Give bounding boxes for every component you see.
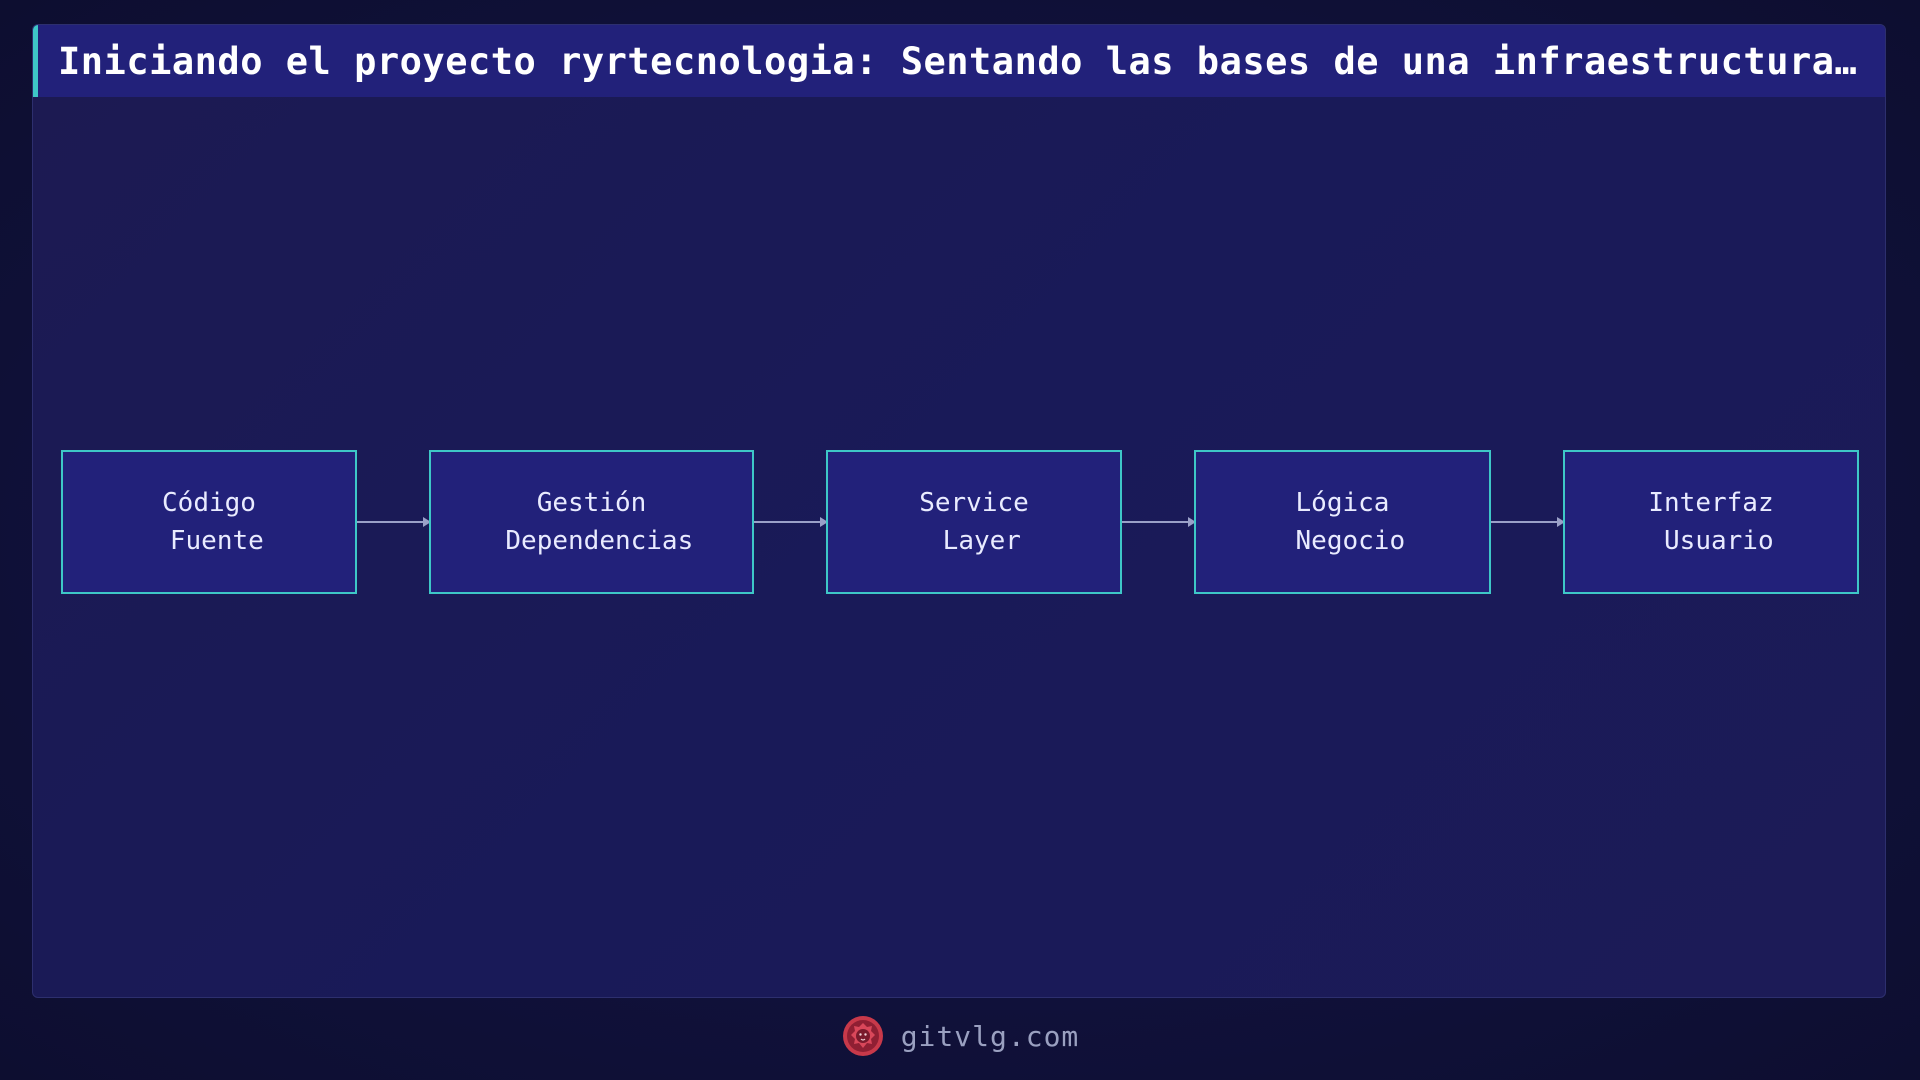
node-label: Interfaz Usuario bbox=[1648, 488, 1774, 556]
arrowhead-icon bbox=[820, 517, 828, 527]
node-codigo-fuente: Código Fuente bbox=[61, 450, 357, 594]
arrowhead-icon bbox=[423, 517, 431, 527]
node-gestion-dependencias: Gestión Dependencias bbox=[429, 450, 754, 594]
node-service-layer: Service Layer bbox=[826, 450, 1122, 594]
page-title: Iniciando el proyecto ryrtecnologia: Sen… bbox=[58, 39, 1859, 83]
footer: gitvlg.com bbox=[0, 1012, 1920, 1060]
node-logica-negocio: Lógica Negocio bbox=[1194, 450, 1491, 594]
arrowhead-icon bbox=[1557, 517, 1565, 527]
node-label: Service Layer bbox=[919, 488, 1029, 556]
arrow-connector bbox=[357, 517, 431, 527]
arrow-connector bbox=[1122, 517, 1196, 527]
node-label: Gestión Dependencias bbox=[505, 488, 694, 556]
lion-logo-icon[interactable] bbox=[841, 1014, 885, 1058]
node-interfaz-usuario: Interfaz Usuario bbox=[1563, 450, 1859, 594]
arrow-connector bbox=[754, 517, 828, 527]
arrow-connector bbox=[1491, 517, 1565, 527]
node-label: Lógica Negocio bbox=[1295, 488, 1406, 556]
node-label: Código Fuente bbox=[162, 488, 264, 556]
footer-site-link[interactable]: gitvlg.com bbox=[900, 1019, 1080, 1053]
title-bar: Iniciando el proyecto ryrtecnologia: Sen… bbox=[33, 25, 1885, 97]
arrowhead-icon bbox=[1188, 517, 1196, 527]
